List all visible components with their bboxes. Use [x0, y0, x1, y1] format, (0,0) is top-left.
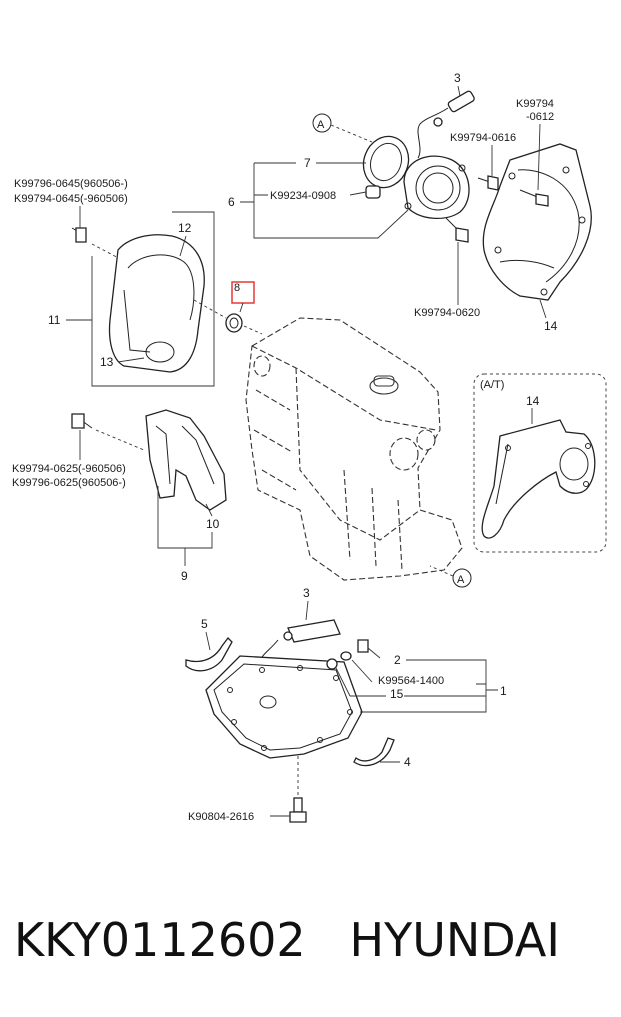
- part-2-label: 2: [394, 653, 401, 667]
- part-6-label: 6: [228, 195, 235, 209]
- part-number: KKY0112602: [14, 913, 306, 967]
- k99796-0645-label: K99796-0645(960506-): [14, 178, 128, 190]
- part-8-label: 8: [234, 282, 240, 294]
- seal-part-4: 4: [353, 737, 411, 769]
- part-7-label: 7: [304, 156, 311, 170]
- part-1-label: 1: [500, 684, 507, 698]
- part-11-label: 11: [48, 313, 61, 327]
- k99794-0620-label: K99794-0620: [414, 307, 480, 319]
- part-14-at-label: 14: [526, 394, 540, 408]
- k99794-0612-label-2: -0612: [526, 111, 554, 123]
- part-9-label: 9: [181, 569, 188, 583]
- leader-part-7: 7: [304, 156, 366, 170]
- rear-plate-14: K99794 -0612 14: [482, 98, 592, 333]
- drain-plug-15: 15: [326, 658, 404, 701]
- callout-a-top-label: A: [317, 119, 325, 131]
- sensor-part-3: 3: [417, 71, 475, 159]
- automatic-transmission-box: (A/T) 14: [473, 373, 607, 553]
- part-10-label: 10: [206, 517, 220, 531]
- bolt-k99794-0620: K99794-0620: [414, 217, 480, 319]
- part-3-bottom-label: 3: [303, 586, 310, 600]
- seal-retainer-housing: [403, 155, 470, 219]
- k99794-0645-label: K99794-0645(-960506): [14, 193, 128, 205]
- leader-part-6: 6 K99234-0908: [228, 162, 409, 239]
- part-5-label: 5: [201, 617, 208, 631]
- exploded-parts-diagram: A 3 K99794-0616 K99794-0620 7: [12, 71, 607, 823]
- upper-timing-cover-group: K99796-0645(960506-) K99794-0645(-960506…: [14, 178, 215, 387]
- k90804-2616-label: K90804-2616: [188, 811, 254, 823]
- k99794-0625-label: K99794-0625(-960506): [12, 463, 126, 475]
- part-13-label: 13: [100, 355, 114, 369]
- brand-name: HYUNDAI: [349, 913, 560, 967]
- part-14-top-label: 14: [544, 319, 558, 333]
- k99794-0612-label-1: K99794: [516, 98, 554, 110]
- bolt-part-2: 2: [357, 639, 401, 667]
- bolt-k99794-0616: K99794-0616: [450, 132, 516, 191]
- part-15-label: 15: [390, 687, 404, 701]
- callout-a-top: A: [312, 113, 373, 143]
- part-8-highlight: 8: [193, 281, 263, 335]
- bolt-k90804-2616: K90804-2616: [188, 756, 307, 823]
- rear-seal-ring: [362, 135, 410, 189]
- dowel-pin: [365, 185, 381, 199]
- oil-pan-group: 3 5 15 K99564-1400: [185, 586, 507, 823]
- k99796-0625-label: K99796-0625(960506-): [12, 477, 126, 489]
- washer-k99564-1400: K99564-1400: [340, 651, 444, 687]
- callout-a-engine-label: A: [457, 574, 465, 586]
- k99794-0616-label: K99794-0616: [450, 132, 516, 144]
- lower-timing-cover-group: K99794-0625(-960506) K99796-0625(960506-…: [12, 409, 227, 583]
- at-label: (A/T): [480, 379, 504, 391]
- engine-block: A: [245, 317, 472, 588]
- part-4-label: 4: [404, 755, 411, 769]
- part-12-label: 12: [178, 221, 192, 235]
- part-3-top-label: 3: [454, 71, 461, 85]
- caption: KKY0112602 HYUNDAI: [14, 905, 614, 975]
- k99564-1400-label: K99564-1400: [378, 675, 444, 687]
- k99234-0908-label: K99234-0908: [270, 190, 336, 202]
